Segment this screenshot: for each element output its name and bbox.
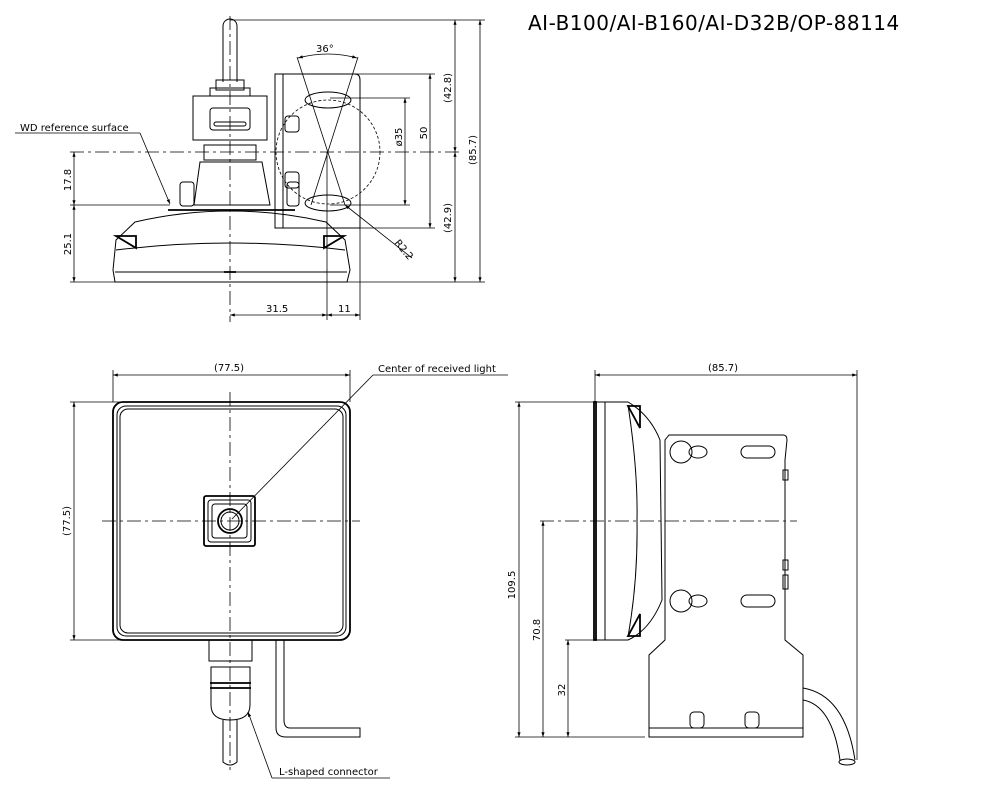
field-of-view-circle bbox=[275, 99, 381, 205]
cable bbox=[802, 687, 856, 761]
dim-depth-85-7: (85.7) bbox=[708, 363, 738, 374]
drawing-title: AI-B100/AI-B160/AI-D32B/OP-88114 bbox=[528, 11, 900, 35]
dim-31-5: 31.5 bbox=[266, 304, 288, 315]
mounting-bracket bbox=[648, 434, 804, 738]
dim-r2-2: R2.2 bbox=[392, 238, 415, 263]
dim-109-5: 109.5 bbox=[507, 571, 518, 600]
side-view: (85.7) 109.5 70.8 32 bbox=[507, 363, 858, 766]
top-view: 36° WD reference surface 17.8 25.1 ø35 5… bbox=[15, 16, 485, 322]
l-connector-label: L-shaped connector bbox=[279, 767, 379, 778]
dim-height-77-5: (77.5) bbox=[62, 506, 73, 536]
dim-42-8: (42.8) bbox=[443, 73, 454, 103]
dim-25-1: 25.1 bbox=[63, 233, 74, 255]
cable bbox=[222, 18, 238, 82]
dim-17-8: 17.8 bbox=[63, 169, 74, 191]
connector-body bbox=[192, 95, 268, 141]
sensor-housing bbox=[596, 401, 663, 641]
sensor-base bbox=[112, 210, 351, 283]
cable-gland bbox=[215, 79, 245, 91]
lens-housing bbox=[203, 495, 256, 547]
lens bbox=[217, 508, 243, 534]
mount-block bbox=[193, 161, 271, 206]
screw-icon bbox=[669, 440, 693, 464]
dim-11: 11 bbox=[338, 304, 351, 315]
dim-42-9: (42.9) bbox=[443, 203, 454, 233]
wd-reference-label: WD reference surface bbox=[20, 123, 129, 134]
dim-32: 32 bbox=[557, 684, 568, 697]
dim-width-77-5: (77.5) bbox=[214, 363, 244, 374]
center-light-label: Center of received light bbox=[378, 364, 496, 375]
dim-50: 50 bbox=[419, 127, 430, 140]
angle-label: 36° bbox=[316, 44, 334, 55]
cable bbox=[222, 720, 238, 766]
dim-diameter-35: ø35 bbox=[394, 128, 405, 147]
l-connector-base bbox=[208, 639, 253, 662]
l-bracket bbox=[275, 640, 361, 738]
dim-85-7: (85.7) bbox=[468, 135, 479, 165]
dim-70-8: 70.8 bbox=[532, 619, 543, 641]
front-view: Center of received light (77.5) (77.5) L… bbox=[62, 363, 508, 779]
l-connector bbox=[210, 666, 251, 721]
screw-icon bbox=[669, 589, 693, 613]
